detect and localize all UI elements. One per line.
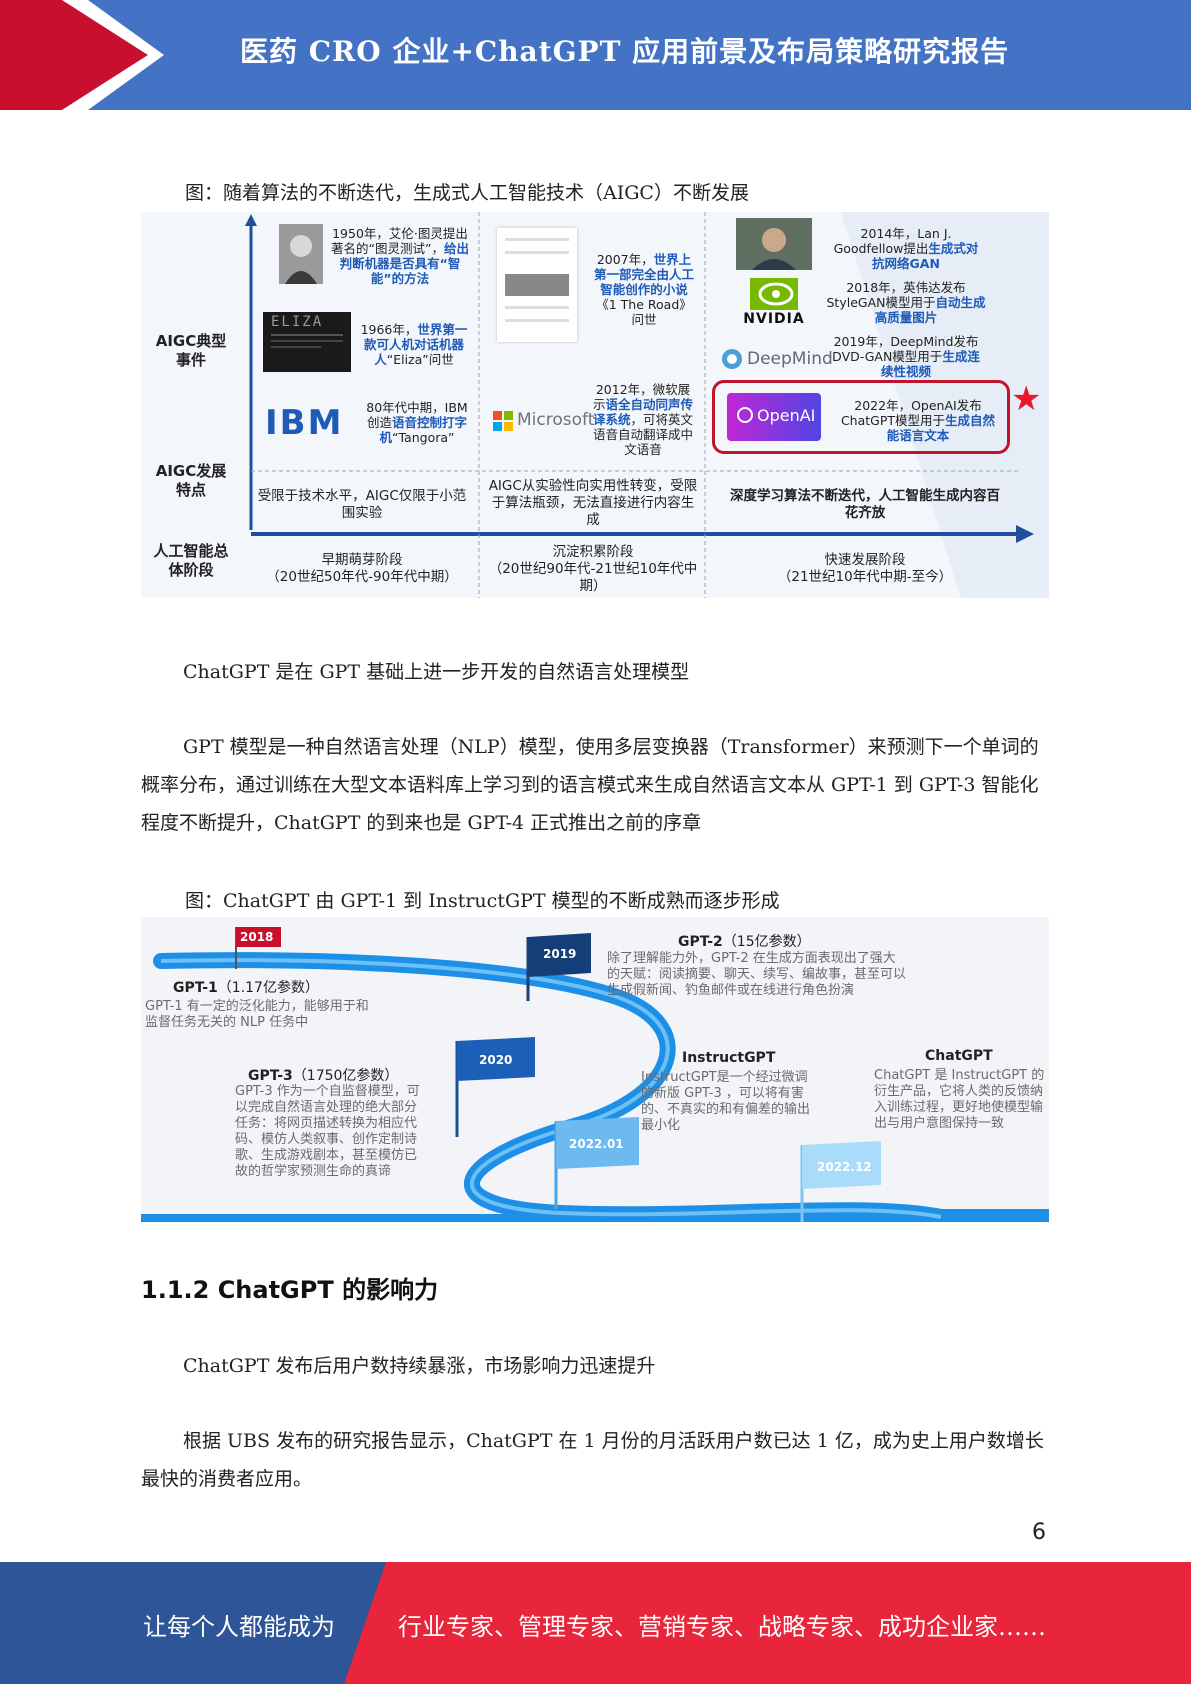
page-header: 医药 CRO 企业+ChatGPT 应用前景及布局策略研究报告 — [0, 0, 1191, 110]
trait-accumulation: AIGC从实验性向实用性转变，受限于算法瓶颈，无法直接进行内容生成 — [488, 478, 698, 528]
trait-rapid: 深度学习算法不断迭代，人工智能生成内容百花齐放 — [730, 488, 1000, 521]
row-label-traits: AIGC发展 特点 — [155, 462, 227, 499]
event-gan: 2014年，Lan J. Goodfellow提出生成式对抗网络GAN — [833, 226, 979, 271]
header-arrow-decoration — [0, 0, 164, 110]
stage-accumulation: 沉淀积累阶段（20世纪90年代-21世纪10年代中期） — [488, 544, 698, 594]
section-heading: 1.1.2 ChatGPT 的影响力 — [141, 1276, 439, 1304]
openai-highlight-box — [712, 380, 1010, 454]
footer-slogan-right: 行业专家、管理专家、营销专家、战略专家、成功企业家…… — [398, 1613, 1046, 1641]
eliza-screen: ELIZA — [263, 312, 351, 372]
footer-background — [0, 1562, 1191, 1684]
timeline-axes — [245, 212, 1049, 598]
event-eliza: 1966年，世界第一款可人机对话机器人“Eliza”问世 — [360, 322, 468, 367]
event-microsoft-translation: 2012年，微软展示语全自动同声传译系统，可将英文语音自动翻译成中文语音 — [592, 382, 694, 457]
flag-2022-12: 2022.12 — [817, 1160, 872, 1174]
paragraph-chatgpt-intro: ChatGPT 是在 GPT 基础上进一步开发的自然语言处理模型 — [183, 661, 690, 683]
flag-2022-01: 2022.01 — [569, 1137, 624, 1151]
figure1-caption: 图：随着算法的不断迭代，生成式人工智能技术（AIGC）不断发展 — [185, 182, 749, 204]
goodfellow-photo — [736, 218, 812, 270]
nvidia-logo: NVIDIA — [741, 278, 807, 328]
trait-early: 受限于技术水平，AIGC仅限于小范围实验 — [257, 488, 467, 521]
microsoft-logo: Microsoft — [493, 407, 594, 435]
event-the-road-novel: 2007年，世界上第一部完全由人工智能创作的小说《1 The Road》问世 — [593, 252, 694, 327]
event-ibm-tangora: 80年代中期，IBM创造语音控制打字机“Tangora” — [366, 400, 468, 445]
chatgpt-description: ChatGPT 是 InstructGPT 的衍生产品，它将人类的反馈纳入训练过… — [874, 1068, 1045, 1131]
stage-rapid: 快速发展阶段（21世纪10年代中期-至今） — [777, 552, 953, 585]
turing-portrait — [279, 224, 323, 284]
chatgpt-title: ChatGPT — [925, 1048, 993, 1064]
flag-2018: 2018 — [240, 930, 274, 944]
paragraph-user-growth: ChatGPT 发布后用户数持续暴涨，市场影响力迅速提升 — [183, 1355, 656, 1377]
stage-early: 早期萌芽阶段（20世纪50年代-90年代中期） — [266, 552, 458, 585]
row-label-stages: 人工智能总 体阶段 — [153, 542, 229, 579]
header-title: 医药 CRO 企业+ChatGPT 应用前景及布局策略研究报告 — [240, 35, 1010, 68]
deepmind-logo: DeepMind — [721, 346, 833, 372]
page-footer: 让每个人都能成为 行业专家、管理专家、营销专家、战略专家、成功企业家…… — [0, 1562, 1191, 1684]
openai-logo: OpenAI — [727, 393, 821, 441]
instructgpt-description: InstructGPT是一个经过微调的新版 GPT-3 ，可以将有害的、不真实的… — [641, 1070, 811, 1133]
paragraph-gpt-model: GPT 模型是一种自然语言处理（NLP）模型，使用多层变换器（Transform… — [141, 736, 1039, 834]
row-label-events: AIGC典型 事件 — [155, 332, 227, 369]
flag-2020: 2020 — [479, 1053, 513, 1067]
aigc-timeline-figure: AIGC典型 事件 AIGC发展 特点 人工智能总 体阶段 1950年，艾伦·图… — [141, 212, 1049, 598]
ibm-logo: IBM — [265, 405, 349, 441]
star-icon: ★ — [1011, 379, 1042, 419]
gpt3-description: GPT-3 作为一个自监督模型，可以完成自然语言处理的绝大部分任务：将网页描述转… — [235, 1084, 420, 1179]
the-road-book-cover — [497, 228, 577, 342]
paragraph-ubs-report: 根据 UBS 发布的研究报告显示，ChatGPT 在 1 月份的月活跃用户数已达… — [141, 1430, 1044, 1490]
footer-slogan-left: 让每个人都能成为 — [143, 1613, 335, 1641]
page-number: 6 — [1032, 1520, 1046, 1545]
gpt2-description: 除了理解能力外，GPT-2 在生成方面表现出了强大的天赋：阅读摘要、聊天、续写、… — [607, 951, 907, 998]
gpt1-title: GPT-1（1.17亿参数） — [173, 980, 319, 996]
gpt2-title: GPT-2（15亿参数） — [678, 934, 811, 950]
instructgpt-title: InstructGPT — [682, 1050, 776, 1066]
gpt3-title: GPT-3（1750亿参数） — [248, 1068, 399, 1084]
figure2-caption: 图：ChatGPT 由 GPT-1 到 InstructGPT 模型的不断成熟而… — [185, 890, 780, 912]
gpt1-description: GPT-1 有一定的泛化能力，能够用于和监督任务无关的 NLP 任务中 — [145, 999, 369, 1030]
event-chatgpt-release: 2022年，OpenAI发布ChatGPT模型用于生成自然能语言文本 — [840, 398, 996, 443]
event-turing-test: 1950年，艾伦·图灵提出著名的“图灵测试”，给出判断机器是否具有“智能”的方法 — [331, 226, 469, 286]
event-stylegan: 2018年，英伟达发布StyleGAN模型用于自动生成高质量图片 — [826, 280, 986, 325]
flag-2019: 2019 — [543, 947, 577, 961]
gpt-evolution-figure: 2018 2019 2020 2022.01 2022.12 GPT-1（1.1… — [141, 917, 1049, 1222]
evolution-road — [141, 927, 1049, 1222]
event-dvd-gan: 2019年，DeepMind发布DVD-GAN模型用于生成连续性视频 — [832, 334, 980, 379]
